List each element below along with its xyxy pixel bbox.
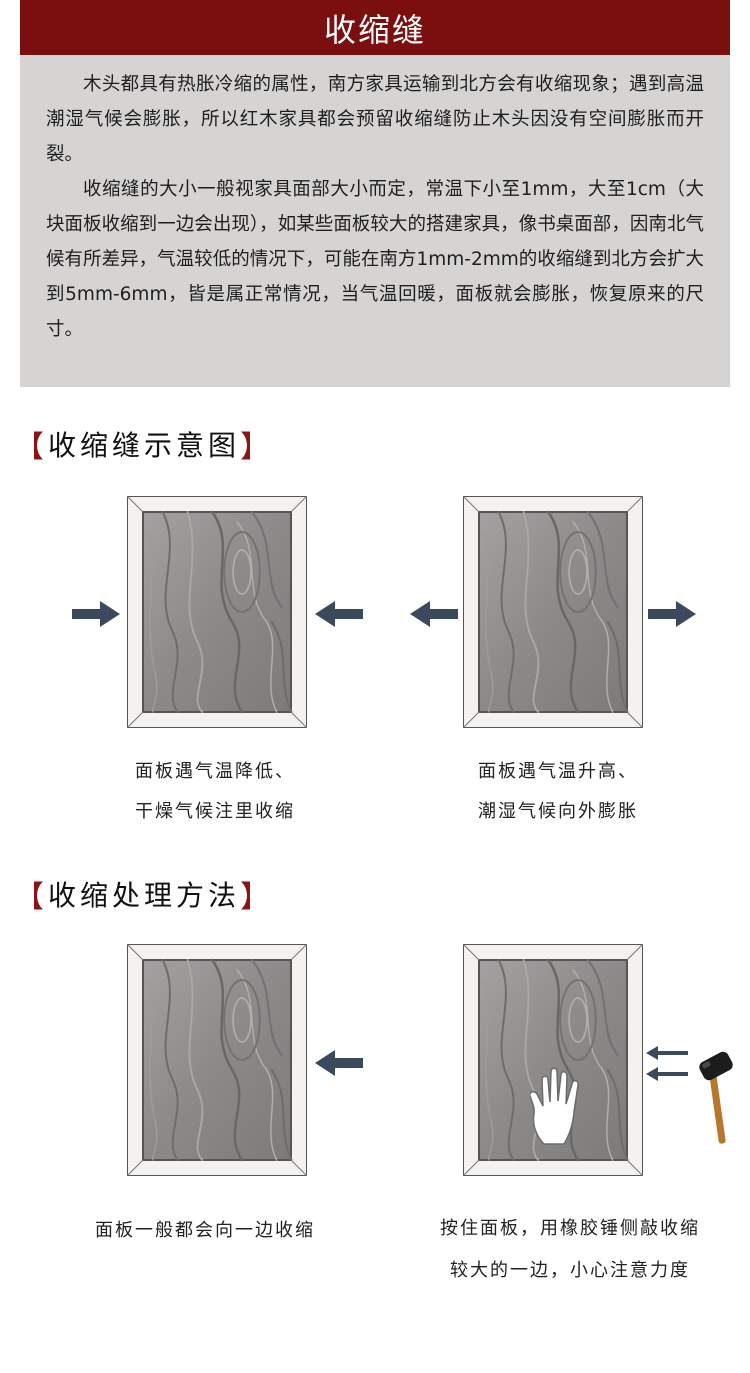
rubber-hammer-icon: [699, 1051, 733, 1144]
arrow-right-icon: [648, 601, 696, 627]
intro-paragraph-1: 木头都具有热胀冷缩的属性，南方家具运输到北方会有收缩现象；遇到高温潮湿气候会膨胀…: [46, 74, 704, 165]
page-title: 收缩缝: [323, 10, 426, 49]
section-title-text: 收缩处理方法: [48, 879, 241, 912]
small-arrow-left-icon: [646, 1067, 688, 1081]
arrow-left-icon: [315, 601, 363, 627]
arrow-left-icon: [410, 601, 458, 627]
intro-text-box: 木头都具有热胀冷缩的属性，南方家具运输到北方会有收缩现象；遇到高温潮湿气候会膨胀…: [20, 55, 730, 387]
caption-hammer-line2: 较大的一边，小心注意力度: [450, 1260, 690, 1281]
title-banner: 收缩缝: [20, 0, 730, 55]
wood-panel-shrink: [127, 496, 307, 728]
close-bracket: 】: [240, 430, 275, 465]
caption-shrink-line2: 干燥气候注里收缩: [135, 801, 295, 822]
section-title-method: 【 收缩处理方法 】: [14, 872, 274, 916]
wood-panel-one-side: [127, 944, 307, 1176]
caption-expand-line1: 面板遇气温升高、: [478, 761, 638, 782]
intro-paragraph-2: 收缩缝的大小一般视家具面部大小而定，常温下小至1mm，大至1cm（大块面板收缩到…: [46, 179, 704, 340]
close-bracket: 】: [240, 880, 275, 915]
wood-panel-expand: [463, 496, 643, 728]
caption-hammer-line1: 按住面板，用橡胶锤侧敲收缩: [440, 1218, 700, 1239]
caption-expand-line2: 潮湿气候向外膨胀: [478, 801, 638, 822]
arrow-right-icon: [72, 601, 120, 627]
section-title-diagram: 【 收缩缝示意图 】: [14, 422, 274, 466]
open-bracket: 【: [14, 430, 48, 465]
small-arrow-left-icon: [646, 1046, 688, 1060]
caption-shrink-line1: 面板遇气温降低、: [135, 761, 295, 782]
arrow-left-icon: [315, 1050, 363, 1076]
section-title-text: 收缩缝示意图: [48, 429, 241, 462]
caption-one-side: 面板一般都会向一边收缩: [95, 1220, 315, 1241]
open-bracket: 【: [14, 880, 48, 915]
hand-icon: [530, 1067, 579, 1145]
